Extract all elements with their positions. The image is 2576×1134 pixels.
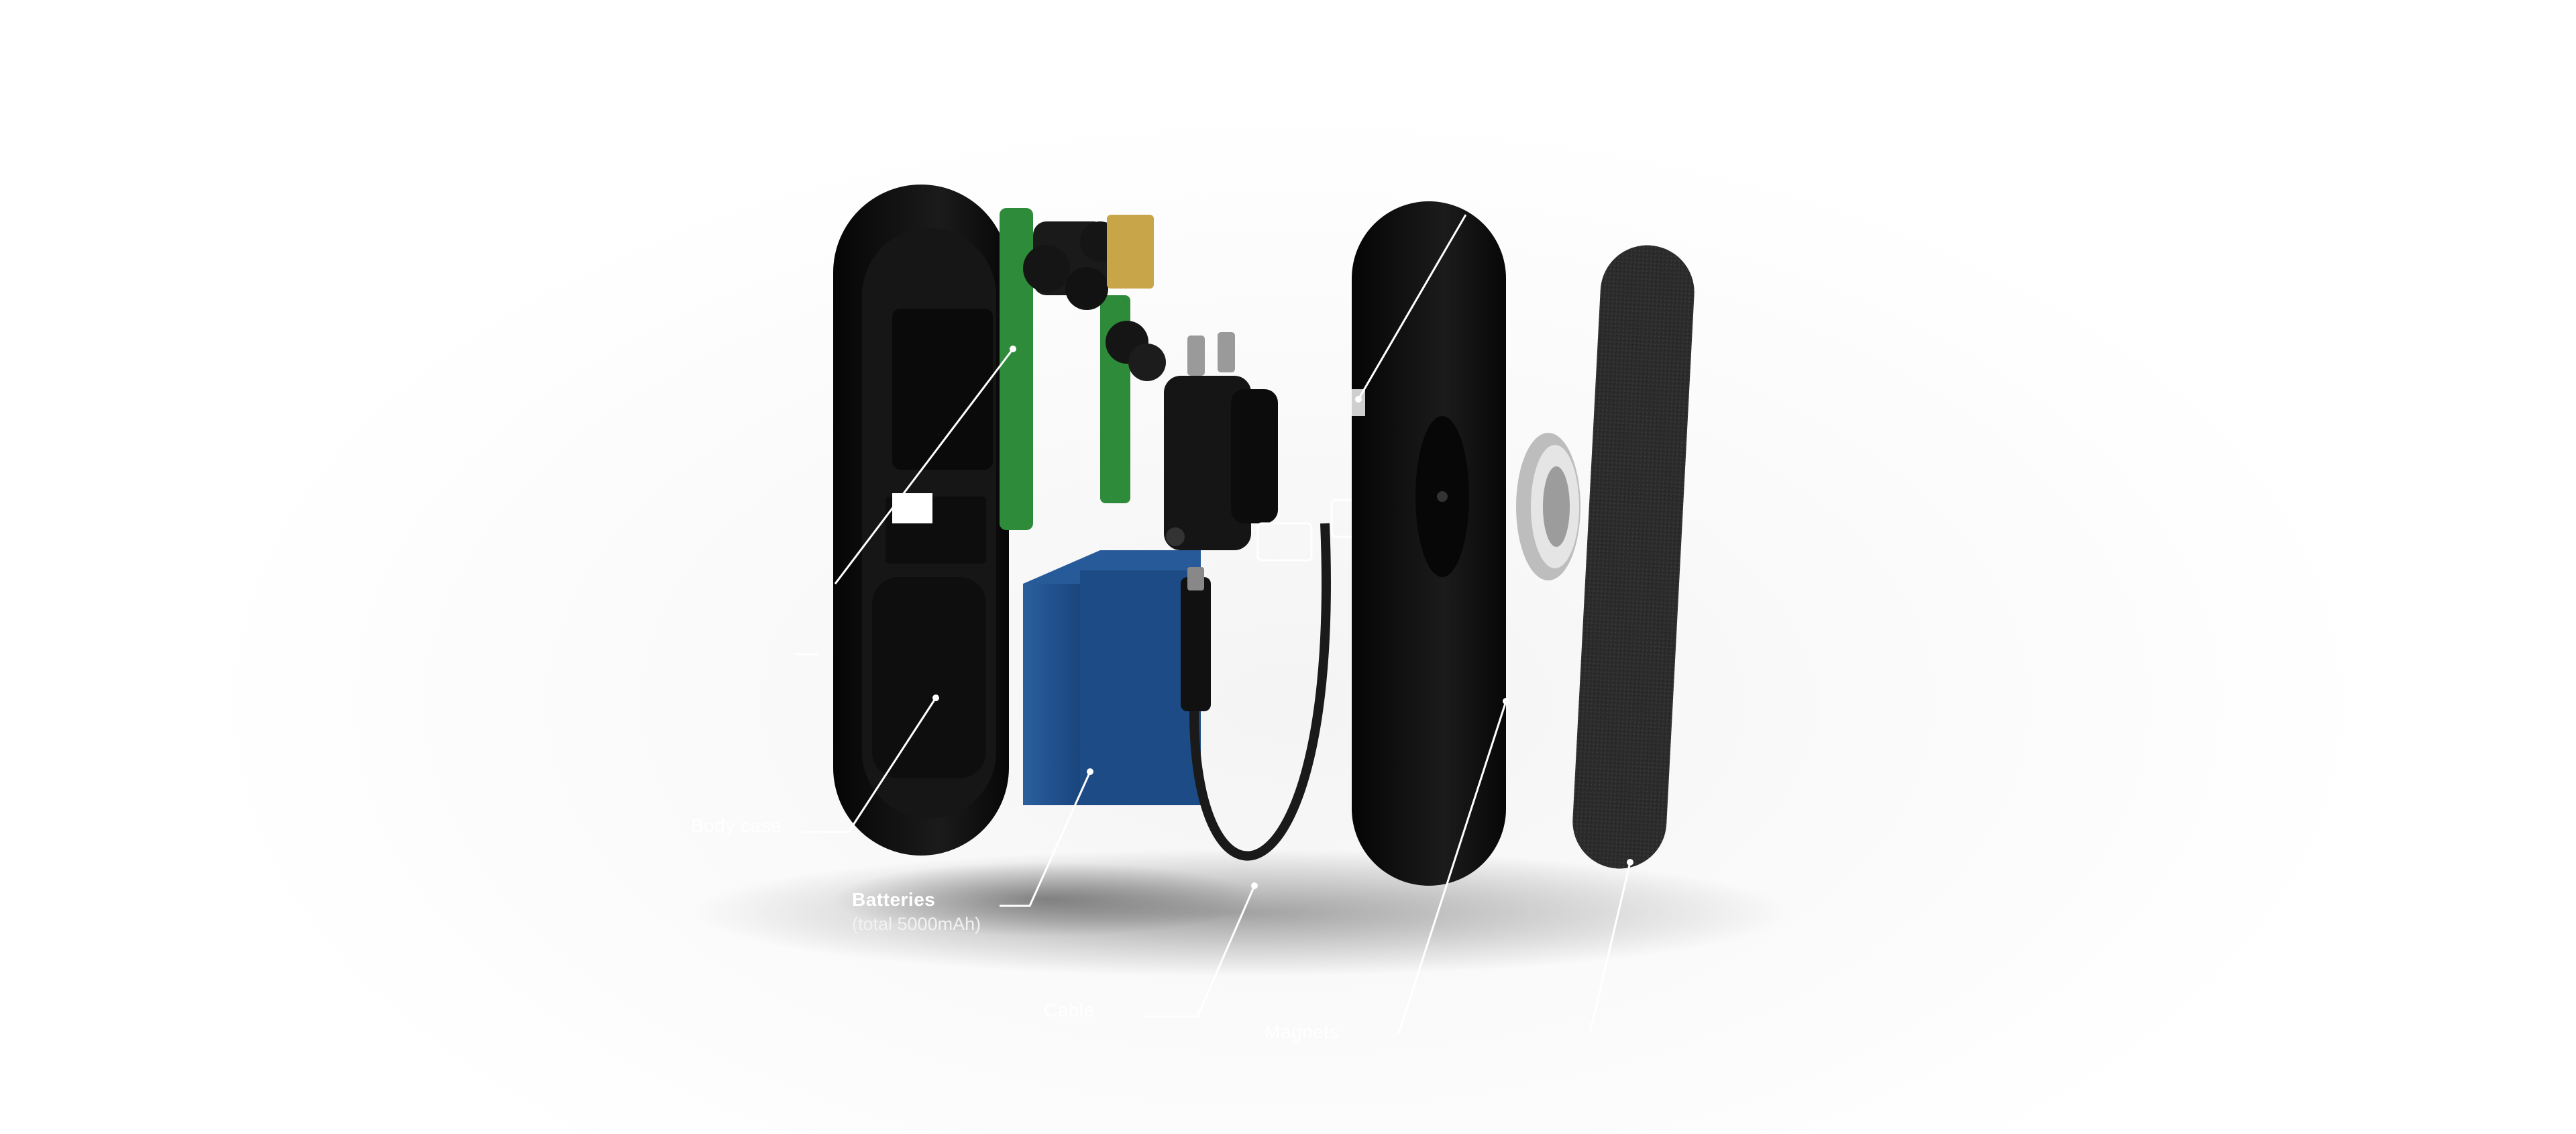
- leader-line-cable: [1144, 885, 1256, 1018]
- cable-part: [1181, 523, 1331, 861]
- power-unit-part: [1164, 332, 1373, 562]
- body-case-part: [833, 185, 1009, 856]
- label-batteries: Batteries: [852, 889, 936, 910]
- leader-line-circuit: [834, 348, 1014, 584]
- label-magnets: Magnets: [1265, 1021, 1339, 1042]
- leader-dot: [1355, 396, 1362, 403]
- leader-line-magnets: [1397, 701, 1507, 1034]
- leader-dot: [1087, 768, 1093, 775]
- leader-dot: [1503, 698, 1509, 705]
- label-cable: Cable: [1044, 1000, 1095, 1021]
- leader-line-batteries: [1000, 771, 1091, 907]
- leader-line-body-case: [802, 697, 937, 833]
- ground-shadow: [832, 862, 1261, 936]
- label-batteries-note: (total 5000mAh): [852, 914, 981, 934]
- leader-line-cover: [1589, 862, 1631, 1034]
- label-body-case: Body case: [691, 815, 782, 836]
- leader-dot: [1627, 859, 1633, 866]
- leader-lines: [795, 214, 1631, 1034]
- leader-dots: [932, 346, 1633, 889]
- circuit-board-part: [1000, 208, 1166, 530]
- leader-dot: [1010, 346, 1016, 352]
- magnet-shell-part: [1352, 201, 1506, 886]
- leader-dot: [1251, 882, 1258, 889]
- metal-disc-part: [1516, 433, 1580, 580]
- leader-dot: [932, 694, 939, 701]
- felt-cover-part: [1572, 245, 1695, 869]
- batteries-part: [1023, 550, 1201, 805]
- leader-line-power: [1357, 214, 1467, 400]
